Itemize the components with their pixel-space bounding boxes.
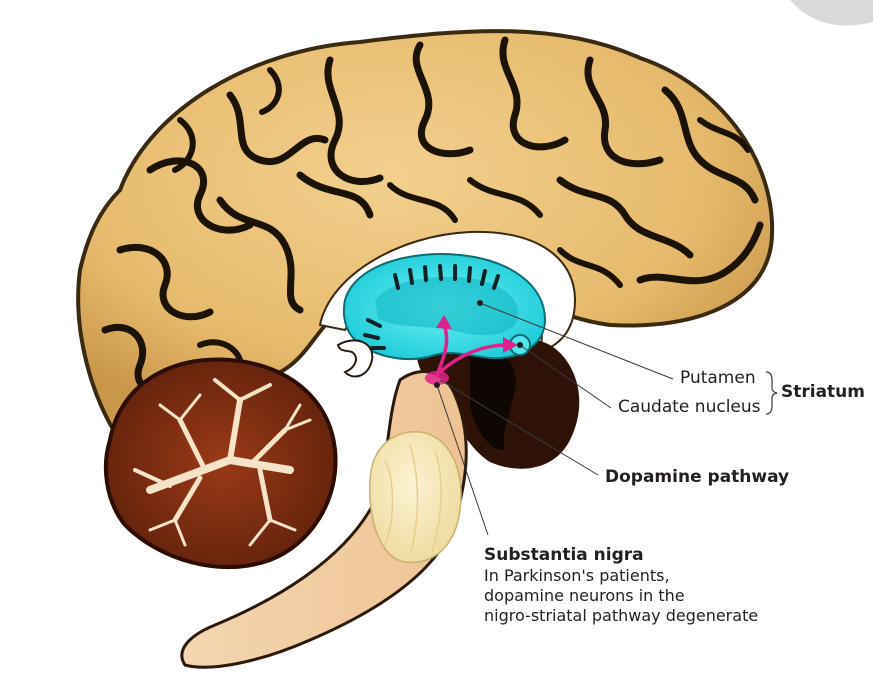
label-substantia-nigra: Substantia nigra — [484, 544, 758, 566]
cerebellum — [106, 359, 336, 567]
pons — [370, 432, 461, 563]
label-striatum: Striatum — [781, 384, 865, 401]
corner-decoration — [790, 0, 873, 26]
striatum-bracket — [766, 372, 777, 414]
label-caudate-nucleus: Caudate nucleus — [618, 399, 761, 416]
substantia-nigra-callout: Substantia nigra In Parkinson's patients… — [484, 544, 758, 626]
label-putamen: Putamen — [680, 370, 756, 387]
label-dopamine-pathway: Dopamine pathway — [605, 469, 789, 486]
description-line: In Parkinson's patients, — [484, 566, 758, 586]
description-line: dopamine neurons in the — [484, 586, 758, 606]
fornix — [338, 340, 372, 376]
description-line: nigro-striatal pathway degenerate — [484, 606, 758, 626]
